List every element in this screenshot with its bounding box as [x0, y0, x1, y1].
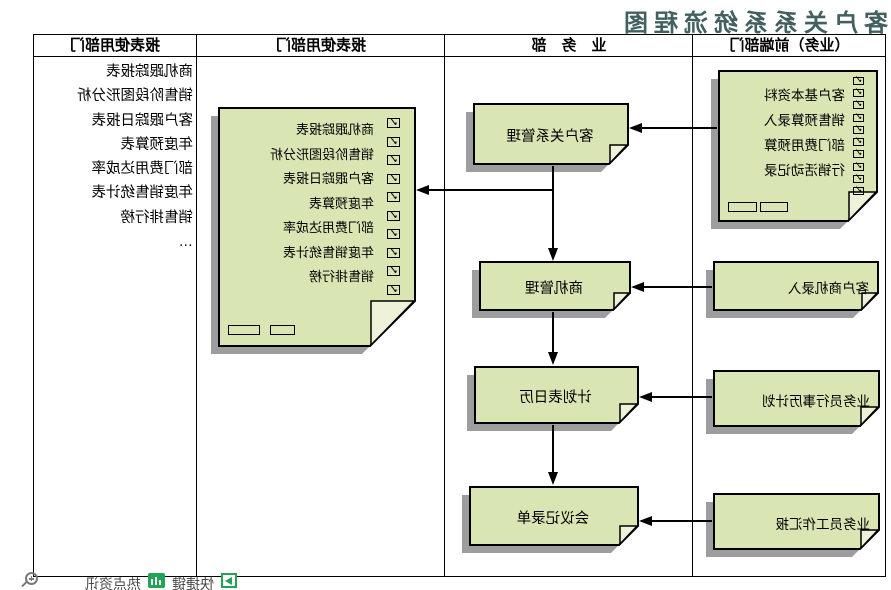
arrow-right-icon	[639, 516, 652, 526]
box-label: 计划表日历	[519, 389, 592, 406]
arrow-down-icon	[548, 248, 558, 261]
checkbox-checked-icon: ✓	[387, 263, 400, 278]
hot-news-button[interactable]: 热点资讯	[85, 576, 141, 590]
flow-box-meeting-minutes: 会议记录单	[462, 486, 639, 553]
report-item: 年度预算表	[308, 195, 374, 211]
box-label: 业务员行事历计划	[762, 393, 870, 409]
list-item-more: …	[178, 234, 194, 251]
checkbox-checked-icon: ✓	[387, 226, 400, 241]
report-item: 销售阶段图形分析	[269, 146, 374, 162]
flow-box-crm-management: 客户关系管理	[466, 103, 629, 172]
checkbox-checked-icon: ✓	[853, 159, 864, 172]
small-blank-field	[228, 325, 260, 335]
box-label: 客户关系管理	[506, 128, 594, 145]
column-divider-2	[444, 34, 445, 577]
list-item: 商机跟踪报表	[106, 64, 193, 80]
list-item: 部门费用达成率	[91, 161, 194, 178]
flow-box-salesman-work-report: 业务员工作汇报	[706, 493, 880, 557]
table-border-right	[33, 34, 34, 577]
column-header-report-users-1: 报表使用部门	[276, 37, 367, 54]
report-item: 部门费用达成率	[282, 220, 374, 235]
connector-line	[641, 127, 717, 129]
connector-line	[428, 189, 554, 191]
flow-box-opportunity-management: 商机管理	[472, 261, 631, 318]
connector-line	[643, 286, 712, 288]
arrow-down-icon	[548, 472, 558, 485]
checkbox-checked-icon: ✓	[853, 183, 864, 196]
list-item: 销售排行榜	[120, 209, 194, 226]
connector-line	[651, 520, 712, 522]
column-header-frontend: （业务）前端部门	[729, 37, 850, 54]
box-label: 会议记录单	[516, 510, 590, 527]
checkbox-checked-icon: ✓	[853, 122, 864, 135]
shortcut-keys-button[interactable]: 快捷键	[172, 576, 214, 590]
checkbox-checked-icon: ✓	[387, 152, 400, 167]
arrow-right-icon	[631, 282, 644, 292]
report-item: 客户跟踪日报表	[282, 171, 374, 186]
input-item: 行销活动记录	[764, 163, 845, 178]
arrow-right-icon	[639, 392, 652, 402]
checkbox-checked-icon: ✓	[853, 171, 864, 184]
play-icon[interactable]	[221, 573, 237, 588]
doc-box-frontend-inputs: ✓ ✓ ✓ ✓ ✓ ✓ ✓ ✓ ✓ ✓ 客户基本资料 销售预算录入 部门费用预算…	[711, 70, 878, 229]
list-item: 年度销售统计表	[91, 185, 194, 202]
checkbox-checked-icon: ✓	[853, 86, 864, 99]
column-divider-1	[692, 34, 693, 577]
column-header-report-users-2: 报表使用部门	[70, 37, 161, 54]
list-item: 年度预算表	[120, 136, 194, 153]
flow-box-salesman-calendar-plan: 业务员行事历计划	[706, 370, 880, 434]
list-item: 销售阶段图形分析	[77, 88, 193, 105]
table-header-divider	[33, 56, 886, 57]
checkbox-checked-icon: ✓	[387, 133, 400, 148]
checkbox-checked-icon: ✓	[853, 135, 864, 148]
checkbox-checked-icon: ✓	[387, 115, 400, 129]
column-header-business: 业 务 部	[531, 37, 607, 54]
box-label: 客户商机录入	[788, 281, 869, 296]
small-blank-field	[728, 202, 757, 212]
connector-line	[651, 396, 712, 398]
doc-box-reports: ✓ ✓ ✓ ✓ ✓ ✓ ✓ ✓ ✓ ✓ 商机跟踪报表 销售阶段图形分析 客户跟踪…	[211, 107, 416, 354]
report-item: 年度销售统计表	[282, 244, 374, 260]
box-label: 业务员工作汇报	[775, 516, 871, 532]
connector-line	[552, 166, 554, 249]
flow-box-opportunity-entry: 客户商机录入	[706, 261, 879, 318]
checkbox-checked-icon: ✓	[853, 110, 864, 123]
checkbox-checked-icon: ✓	[387, 244, 400, 259]
checkbox-checked-icon: ✓	[387, 170, 400, 185]
box-label: 商机管理	[525, 280, 583, 297]
diagram-title: 客户关系系统流程图	[618, 10, 888, 37]
chart-icon[interactable]	[148, 573, 165, 588]
input-item: 客户基本资料	[764, 88, 845, 103]
small-blank-field	[760, 202, 788, 212]
checkbox-checked-icon: ✓	[387, 281, 400, 296]
small-blank-field	[270, 325, 295, 335]
arrow-right-icon	[416, 185, 429, 195]
table-border-top	[33, 34, 886, 35]
flow-box-plan-calendar: 计划表日历	[467, 366, 639, 431]
report-item: 销售排行榜	[308, 269, 374, 284]
connector-line	[552, 425, 554, 473]
report-user-list: 商机跟踪报表 销售阶段图形分析 客户跟踪日报表 年度预算表 部门费用达成率 年度…	[41, 60, 193, 254]
report-item: 商机跟踪报表	[295, 122, 374, 137]
input-item: 销售预算录入	[764, 113, 845, 128]
arrow-right-icon	[629, 123, 642, 133]
checkbox-checked-icon: ✓	[387, 189, 400, 204]
checkbox-checked-icon: ✓	[853, 74, 864, 86]
connector-line	[552, 312, 554, 353]
zoom-magnifier-icon[interactable]	[21, 572, 38, 588]
list-item: 客户跟踪日报表	[91, 112, 194, 129]
input-item: 部门费用预算	[764, 138, 845, 153]
checkbox-checked-icon: ✓	[387, 207, 400, 222]
arrow-down-icon	[548, 352, 558, 365]
checkbox-checked-icon: ✓	[853, 147, 864, 160]
column-divider-3	[196, 34, 197, 577]
checkbox-checked-icon: ✓	[853, 98, 864, 111]
table-border-left	[885, 34, 886, 577]
